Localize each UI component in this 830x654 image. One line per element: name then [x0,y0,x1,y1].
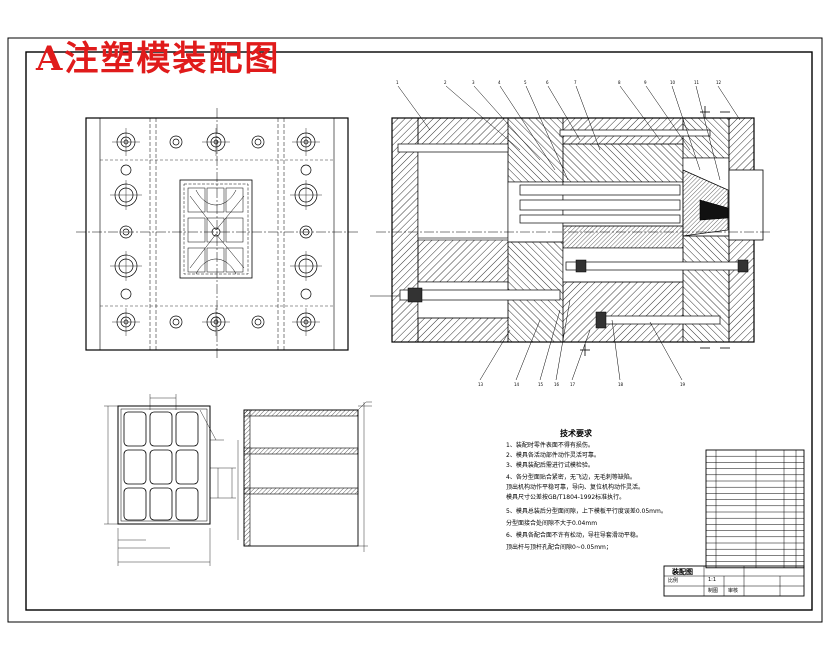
leader-number: 19 [680,382,686,387]
title-block-scale-label: 比例 [668,578,679,584]
drawing-title: A注塑模装配图 [36,39,281,79]
note-line: 模具尺寸公差按GB/T1804-1992标准执行。 [506,494,626,501]
leader-number: 3 [472,80,475,85]
leader-number: 4 [498,80,501,85]
title-block [663,565,805,597]
note-line: 顶出杆与顶杆孔配合间隙0~0.05mm； [506,544,612,551]
plan-view [76,108,360,360]
note-line: 4、各分型面贴合紧密，无飞边，无毛刺等缺陷。 [506,474,636,481]
leader-number: 1 [396,80,399,85]
leader-number: 7 [574,80,577,85]
title-block-name: 装配图 [672,568,693,576]
leader-number: 16 [554,382,560,387]
bill-of-materials-table [705,449,805,569]
bom-outline [705,449,805,569]
leader-number: 13 [478,382,484,387]
note-line: 3、模具装配后需进行试模检验。 [506,462,594,469]
leader-number: 9 [644,80,647,85]
title-block-scale-value: 1:1 [708,577,717,583]
outer-border [7,37,823,623]
leader-number: 14 [514,382,520,387]
leader-number: 10 [670,80,676,85]
note-line: 分型面接合处间隙不大于0.04mm [506,520,598,527]
leader-number: 6 [546,80,549,85]
note-line: 2、模具各活动部件动作灵活可靠。 [506,452,600,459]
title-block-drawn: 制图 [708,588,719,594]
inner-border [25,51,813,611]
section-view [370,85,770,381]
notes-heading: 技术要求 [560,429,592,438]
leader-numbers-bottom: 13 14 15 16 17 18 19 [478,382,686,387]
leader-number: 8 [618,80,621,85]
part-section-view [237,401,372,552]
title-block-checked: 审核 [728,588,739,594]
leader-number: 18 [618,382,624,387]
leader-number: 11 [694,80,700,85]
note-line: 5、模具总装后分型面间隙，上下模板平行度误差0.05mm。 [506,508,667,515]
part-plan-view [104,394,236,566]
leader-number: 5 [524,80,527,85]
note-line: 6、模具各配合面不许有松动，导柱导套滑动平稳。 [506,532,642,539]
note-line: 顶出机构动作平稳可靠，导向、复位机构动作灵活。 [506,484,645,491]
note-line: 1、装配时零件表面不得有损伤。 [506,442,594,449]
leader-number: 15 [538,382,544,387]
leader-number: 17 [570,382,576,387]
leader-number: 2 [444,80,447,85]
leader-number: 12 [716,80,722,85]
